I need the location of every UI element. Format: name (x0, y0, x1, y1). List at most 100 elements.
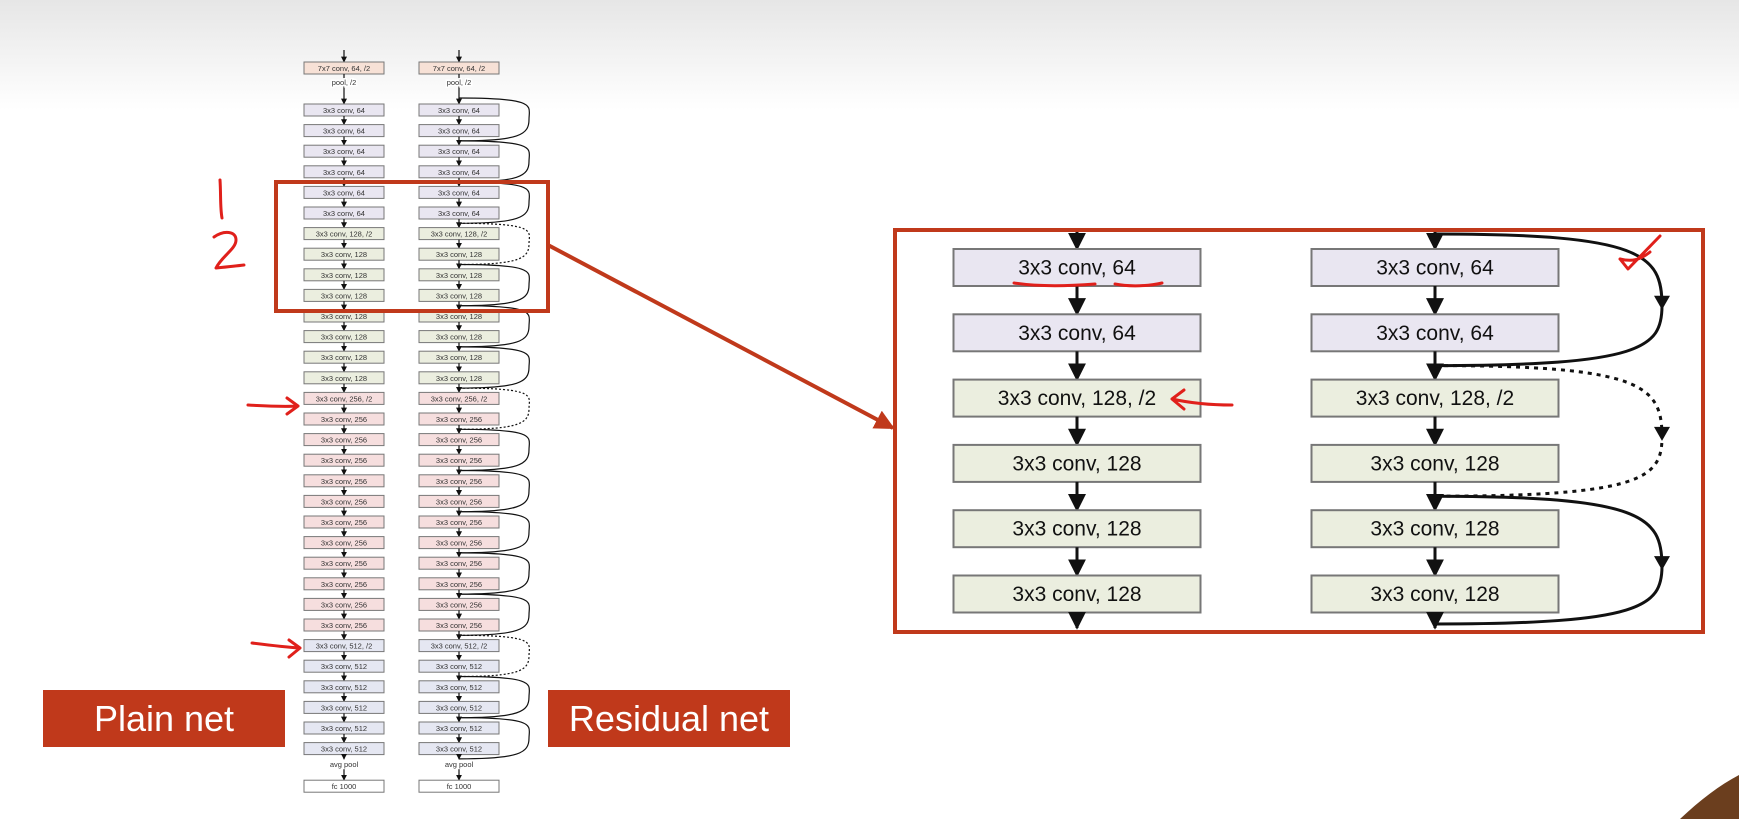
plain-layer-label: 3x3 conv, 256 (321, 415, 367, 424)
plain-output-layer (303, 779, 385, 793)
residual-shortcut-arrow (458, 469, 530, 513)
plain-layer-label: 3x3 conv, 256 (321, 518, 367, 527)
zoom-residual-layer-label: 3x3 conv, 128 (1370, 518, 1499, 541)
plain-layer-label: 3x3 conv, 128 (321, 374, 367, 383)
zoom-residual-shortcut-arrowhead (1654, 295, 1670, 310)
residual-pool-label: pool, /2 (447, 78, 472, 87)
plain-layer-label: 3x3 conv, 512, /2 (316, 642, 373, 651)
residual-layer-label: 3x3 conv, 128 (436, 374, 482, 383)
zoom-residual-layer-box (1310, 378, 1560, 418)
plain-layer-label: 3x3 conv, 256 (321, 580, 367, 589)
residual-layer-label: 3x3 conv, 128 (436, 271, 482, 280)
red-arrow-256 (246, 396, 300, 416)
plain-layer-label: 3x3 conv, 256 (321, 559, 367, 568)
zoom-underline (1012, 281, 1164, 288)
plain-layer-label: 3x3 conv, 128 (321, 250, 367, 259)
residual-layer-label: 3x3 conv, 128, /2 (431, 230, 488, 239)
plain-layer-label: 3x3 conv, 256 (321, 477, 367, 486)
plain-layer-label: 3x3 conv, 128, /2 (316, 230, 373, 239)
zoom-residual-layer-label: 3x3 conv, 128, /2 (1356, 387, 1514, 410)
zoom-plain-layer-label: 3x3 conv, 128 (1012, 452, 1141, 475)
zoom-residual-layer-box (1310, 443, 1560, 483)
plain-layer-label: 3x3 conv, 256 (321, 436, 367, 445)
plain-layer-label: 3x3 conv, 64 (323, 188, 365, 197)
residual-shortcut-arrow (458, 511, 530, 554)
zoom-residual-layer-box (1310, 313, 1560, 353)
plain-layer-label: 3x3 conv, 256, /2 (316, 394, 373, 403)
residual-layer-label: 3x3 conv, 128 (436, 312, 482, 321)
residual-shortcut-arrow (458, 305, 530, 348)
residual-shortcut-arrow (458, 717, 530, 760)
zoom-plain-layer-box (952, 313, 1202, 353)
residual-layer-label: 3x3 conv, 64 (438, 106, 480, 115)
residual-layer-label: 3x3 conv, 256, /2 (431, 394, 488, 403)
residual-shortcut-arrow (458, 346, 530, 389)
residual-layer-label: 3x3 conv, 128 (436, 291, 482, 300)
plain-input-layer-label: 7x7 conv, 64, /2 (318, 64, 370, 73)
plain-layer-label: 3x3 conv, 128 (321, 271, 367, 280)
residual-layer-label: 3x3 conv, 64 (438, 127, 480, 136)
residual-shortcut-arrow (458, 97, 530, 142)
zoom-panel-frame (893, 228, 1705, 634)
plain-layer-label: 3x3 conv, 128 (321, 312, 367, 321)
plain-avgpool-label: avg pool (330, 760, 359, 769)
residual-layer-label: 3x3 conv, 128 (436, 353, 482, 362)
zoom-residual-layer-box (1310, 509, 1560, 549)
zoom-plain-layer-label: 3x3 conv, 64 (1018, 322, 1136, 345)
residual-layer-label: 3x3 conv, 64 (438, 147, 480, 156)
residual-layer-label: 3x3 conv, 256 (436, 436, 482, 445)
red-arrow-128 (1170, 388, 1234, 411)
residual-shortcut-arrow (458, 222, 530, 266)
residual-shortcut-arrow (458, 675, 530, 719)
zoom-residual-layer-box (1310, 248, 1560, 287)
zoom-residual-layer-label: 3x3 conv, 64 (1376, 322, 1494, 345)
plain-layer-label: 3x3 conv, 64 (323, 209, 365, 218)
plain-net-stack: 7x7 conv, 64, /2 pool, /2 3x3 conv, 64 3x3 … (303, 50, 385, 793)
plain-layer-label: 3x3 conv, 256 (321, 456, 367, 465)
plain-output-layer-label: fc 1000 (332, 782, 357, 791)
corner-decoration (1680, 775, 1739, 819)
plain-pool-label: pool, /2 (332, 78, 357, 87)
residual-layer-label: 3x3 conv, 512 (436, 724, 482, 733)
plain-layer-label: 3x3 conv, 512 (321, 724, 367, 733)
residual-shortcut-arrow (458, 263, 530, 307)
residual-layer-label: 3x3 conv, 256 (436, 559, 482, 568)
zoom-plain-layer-label: 3x3 conv, 128 (1012, 518, 1141, 541)
residual-layer-label: 3x3 conv, 256 (436, 580, 482, 589)
plain-layer-label: 3x3 conv, 256 (321, 539, 367, 548)
plain-layer-label: 3x3 conv, 512 (321, 703, 367, 712)
zoom-plain-column: 3x3 conv, 64 3x3 conv, 64 3x3 conv, 128, /… (952, 232, 1202, 630)
residual-shortcut-arrow (458, 181, 530, 224)
residual-layer-label: 3x3 conv, 512 (436, 745, 482, 754)
zoom-residual-layer-label: 3x3 conv, 128 (1370, 452, 1499, 475)
residual-shortcut-arrow (458, 593, 530, 636)
residual-layer-label: 3x3 conv, 256 (436, 600, 482, 609)
zoom-plain-layer-label: 3x3 conv, 64 (1018, 257, 1136, 280)
residual-layer-label: 3x3 conv, 512 (436, 662, 482, 671)
zoom-plain-layer-label: 3x3 conv, 128, /2 (998, 387, 1156, 410)
zoom-plain-layer-label: 3x3 conv, 128 (1012, 583, 1141, 606)
residual-layer-label: 3x3 conv, 64 (438, 188, 480, 197)
residual-layer-label: 3x3 conv, 512, /2 (431, 642, 488, 651)
plain-layer-label: 3x3 conv, 512 (321, 683, 367, 692)
zoom-residual-shortcut-arrowhead (1654, 556, 1670, 571)
plain-layer-label: 3x3 conv, 128 (321, 291, 367, 300)
handwritten-digit-one (218, 178, 224, 220)
residual-layer-label: 3x3 conv, 256 (436, 456, 482, 465)
plain-layer-label: 3x3 conv, 256 (321, 497, 367, 506)
plain-layer-label: 3x3 conv, 64 (323, 168, 365, 177)
plain-layer-label: 3x3 conv, 64 (323, 127, 365, 136)
residual-layer-label: 3x3 conv, 128 (436, 250, 482, 259)
red-arrow-512 (250, 638, 302, 659)
residual-layer-label: 3x3 conv, 64 (438, 209, 480, 218)
residual-shortcut-arrow (458, 428, 530, 472)
residual-output-layer (418, 779, 500, 793)
residual-avgpool-label: avg pool (445, 760, 474, 769)
plain-layer-label: 3x3 conv, 128 (321, 353, 367, 362)
plain-layer-label: 3x3 conv, 512 (321, 662, 367, 671)
residual-layer-label: 3x3 conv, 64 (438, 168, 480, 177)
residual-layer-label: 3x3 conv, 256 (436, 415, 482, 424)
